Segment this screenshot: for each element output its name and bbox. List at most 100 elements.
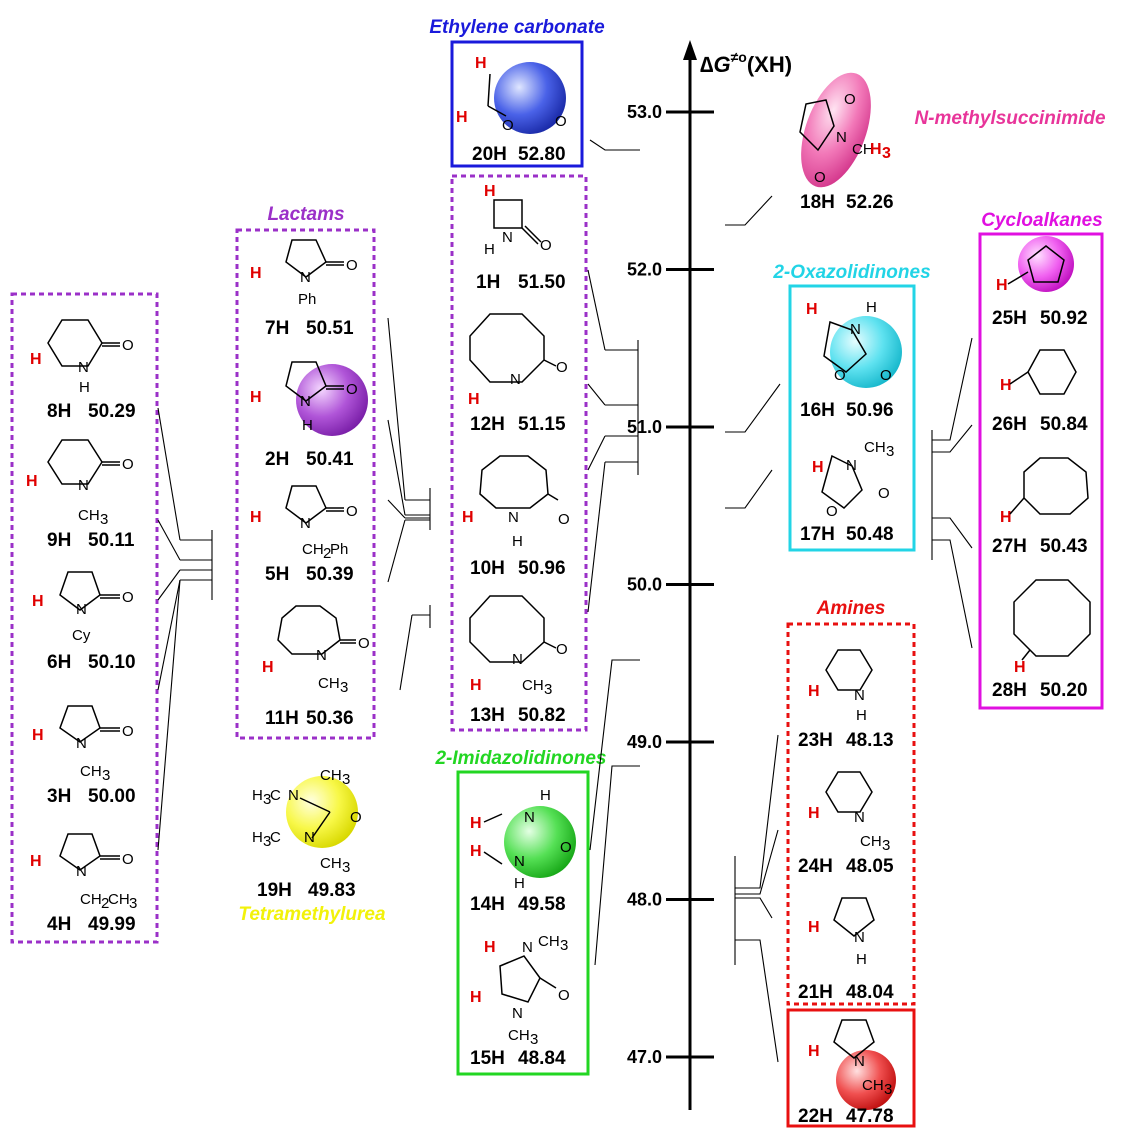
svg-text:H: H — [470, 677, 482, 694]
svg-text:H: H — [302, 417, 313, 434]
svg-text:H: H — [262, 659, 274, 676]
title-amines: Amines — [816, 598, 886, 619]
svg-text:H: H — [456, 109, 468, 126]
svg-text:H: H — [468, 391, 480, 408]
svg-text:6H: 6H — [47, 652, 71, 673]
svg-text:50.84: 50.84 — [1040, 414, 1088, 435]
lactam-box-middle — [235, 228, 376, 740]
svg-text:50.00: 50.00 — [88, 786, 136, 807]
svg-text:3: 3 — [886, 443, 894, 460]
svg-text:N: N — [854, 809, 865, 826]
svg-text:49.99: 49.99 — [88, 914, 136, 935]
svg-text:N: N — [288, 787, 299, 804]
svg-text:3: 3 — [882, 837, 890, 854]
svg-text:O: O — [814, 169, 826, 186]
svg-text:H: H — [808, 683, 820, 700]
svg-text:50.43: 50.43 — [1040, 536, 1088, 557]
svg-text:H: H — [470, 815, 482, 832]
svg-text:O: O — [560, 839, 572, 856]
svg-text:N: N — [304, 829, 315, 846]
svg-text:H: H — [856, 951, 867, 968]
title-ethylene-carbonate: Ethylene carbonate — [429, 17, 605, 38]
svg-text:H: H — [808, 1043, 820, 1060]
svg-text:2H: 2H — [265, 449, 289, 470]
svg-text:N: N — [508, 509, 519, 526]
svg-text:11H: 11H — [265, 708, 299, 729]
connector-lines — [157, 139, 973, 1063]
svg-text:3: 3 — [263, 791, 271, 808]
title-oxazolidinones: 2-Oxazolidinones — [772, 262, 930, 283]
svg-text:N: N — [76, 863, 87, 880]
svg-text:C: C — [270, 787, 281, 804]
svg-text:3: 3 — [882, 145, 891, 162]
svg-text:H: H — [514, 875, 525, 892]
svg-text:N: N — [512, 1005, 523, 1022]
svg-text:25H: 25H — [992, 308, 1027, 329]
svg-text:H: H — [250, 265, 262, 282]
svg-text:14H: 14H — [470, 894, 505, 915]
svg-text:H: H — [996, 277, 1008, 294]
svg-text:48.84: 48.84 — [518, 1048, 566, 1069]
svg-text:O: O — [346, 381, 358, 398]
svg-text:50.82: 50.82 — [518, 705, 566, 726]
svg-text:N: N — [300, 393, 311, 410]
svg-text:N: N — [300, 515, 311, 532]
svg-text:O: O — [558, 987, 570, 1004]
svg-text:24H: 24H — [798, 856, 833, 877]
svg-text:CH: CH — [80, 763, 102, 780]
svg-text:3: 3 — [342, 771, 350, 788]
svg-text:O: O — [122, 589, 134, 606]
axis-tick-label-5: 48.0 — [627, 890, 662, 910]
svg-text:23H: 23H — [798, 730, 833, 751]
svg-text:22H: 22H — [798, 1106, 833, 1127]
imidazolidinone-box — [456, 770, 590, 1076]
svg-text:52.80: 52.80 — [518, 144, 566, 165]
svg-text:50.96: 50.96 — [518, 558, 566, 579]
svg-text:H: H — [32, 727, 44, 744]
svg-text:O: O — [556, 359, 568, 376]
svg-text:O: O — [880, 367, 892, 384]
axis-tick-label-3: 50.0 — [627, 575, 662, 595]
svg-text:Ph: Ph — [298, 291, 316, 308]
lactam-box-right — [450, 174, 588, 732]
svg-text:50.51: 50.51 — [306, 318, 354, 339]
svg-text:50.20: 50.20 — [1040, 680, 1088, 701]
svg-text:N: N — [512, 651, 523, 668]
title-lactams: Lactams — [267, 204, 344, 225]
svg-text:H: H — [30, 351, 42, 368]
svg-text:CH: CH — [860, 833, 882, 850]
svg-text:N: N — [522, 939, 533, 956]
svg-text:C: C — [270, 829, 281, 846]
svg-text:N: N — [78, 477, 89, 494]
svg-text:47.78: 47.78 — [846, 1106, 894, 1127]
title-succinimide: N-methylsuccinimide — [914, 108, 1106, 129]
svg-text:28H: 28H — [992, 680, 1027, 701]
svg-text:50.48: 50.48 — [846, 524, 894, 545]
svg-text:N: N — [836, 129, 847, 146]
svg-text:3: 3 — [129, 895, 137, 912]
energy-axis: 53.052.051.050.049.048.047.0 ∆G≠o(XH) — [627, 40, 792, 1110]
svg-text:CH: CH — [862, 1077, 884, 1094]
svg-text:CH: CH — [318, 675, 340, 692]
axis-tick-label-2: 51.0 — [627, 417, 662, 437]
svg-text:H: H — [1000, 377, 1012, 394]
amine-box — [786, 622, 916, 1006]
svg-text:H: H — [475, 55, 487, 72]
title-cycloalkanes: Cycloalkanes — [981, 210, 1102, 231]
svg-text:Cy: Cy — [72, 627, 91, 644]
svg-text:15H: 15H — [470, 1048, 505, 1069]
svg-text:O: O — [540, 237, 552, 254]
svg-text:19H: 19H — [257, 880, 292, 901]
svg-text:O: O — [350, 809, 362, 826]
